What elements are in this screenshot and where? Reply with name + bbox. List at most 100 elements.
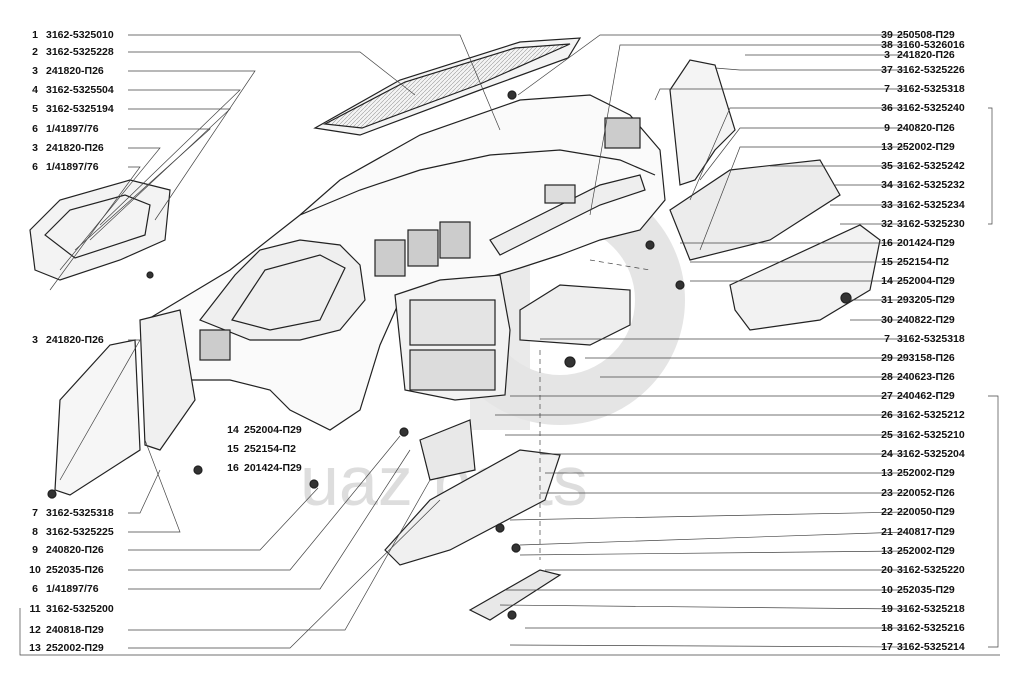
part-number: 3162-5325318 [46,507,114,519]
part-number: 252002-П29 [897,467,955,479]
cluster-cover [29,179,171,281]
part-number: 293205-П29 [897,294,955,306]
callout-number: 16 [881,237,893,249]
callout-number: 12 [29,624,41,636]
callout-right-17: 30 240822-П29 [877,314,955,326]
part-number: 201424-П29 [897,237,955,249]
part-number: 3162-5325200 [46,603,114,615]
part-number: 240822-П29 [897,314,955,326]
callout-number: 32 [881,218,893,230]
callout-number: 6 [32,583,38,595]
callout-number: 18 [881,622,893,634]
callout-number: 25 [881,429,893,441]
callout-number: 13 [881,467,893,479]
part-number: 3162-5325214 [897,641,965,653]
part-number: 3162-5325210 [897,429,965,441]
part-number: 1/41897/76 [46,583,99,595]
callout-left-5: 5 3162-5325194 [24,103,114,115]
glove-box [669,159,881,331]
callout-left-2: 2 3162-5325228 [24,46,114,58]
part-number: 220052-П26 [897,487,955,499]
callout-left-1: 1 3162-5325010 [24,29,114,41]
part-number: 1/41897/76 [46,123,99,135]
callout-number: 24 [881,448,893,460]
callout-number: 2 [32,46,38,58]
callout-number: 38 [881,39,893,51]
part-number: 3162-5325232 [897,179,965,191]
part-number: 240817-П29 [897,526,955,538]
part-number: 3162-5325318 [897,83,965,95]
part-number: 293158-П26 [897,352,955,364]
callout-left-14: 6 1/41897/76 [24,583,99,595]
part-number: 252035-П26 [46,564,104,576]
part-number: 252002-П29 [46,642,104,654]
callout-number: 30 [881,314,893,326]
fasteners [47,90,852,620]
callout-number: 9 [32,544,38,556]
callout-number: 27 [881,390,893,402]
callout-left-6: 6 1/41897/76 [24,123,99,135]
callout-number: 13 [29,642,41,654]
callout-number: 28 [881,371,893,383]
part-number: 241820-П26 [897,49,955,61]
part-number: 1/41897/76 [46,161,99,173]
callout-right-34: 17 3162-5325214 [877,641,965,653]
part-number: 3162-5325218 [897,603,965,615]
callout-right-25: 13 252002-П29 [877,467,955,479]
part-number: 240462-П29 [897,390,955,402]
callout-number: 17 [881,641,893,653]
callout-number: 39 [881,29,893,41]
storage-box [519,284,631,346]
callout-right-2: 38 3160-5326016 [877,39,965,51]
part-number: 241820-П26 [46,334,104,346]
part-number: 241820-П26 [46,65,104,77]
part-number: 252002-П29 [897,545,955,557]
part-number: 252154-П2 [897,256,949,268]
callout-number: 13 [881,141,893,153]
callout-number: 22 [881,506,893,518]
part-number: 252035-П29 [897,584,955,596]
callout-number: 1 [32,29,38,41]
part-number: 252154-П2 [244,443,296,455]
callout-number: 7 [884,333,890,345]
part-number: 3162-5325228 [46,46,114,58]
dashboard-body [149,94,666,431]
part-number: 3160-5326016 [897,39,965,51]
callout-number: 6 [32,123,38,135]
callout-right-31: 10 252035-П29 [877,584,955,596]
part-number: 201424-П29 [244,462,302,474]
callout-number: 10 [881,584,893,596]
part-number: 3162-5325242 [897,160,965,172]
callout-number: 26 [881,409,893,421]
part-number: 252004-П29 [897,275,955,287]
part-number: 3162-5325194 [46,103,114,115]
part-number: 3162-5325010 [46,29,114,41]
callout-number: 5 [32,103,38,115]
callout-number: 20 [881,564,893,576]
callout-number: 29 [881,352,893,364]
